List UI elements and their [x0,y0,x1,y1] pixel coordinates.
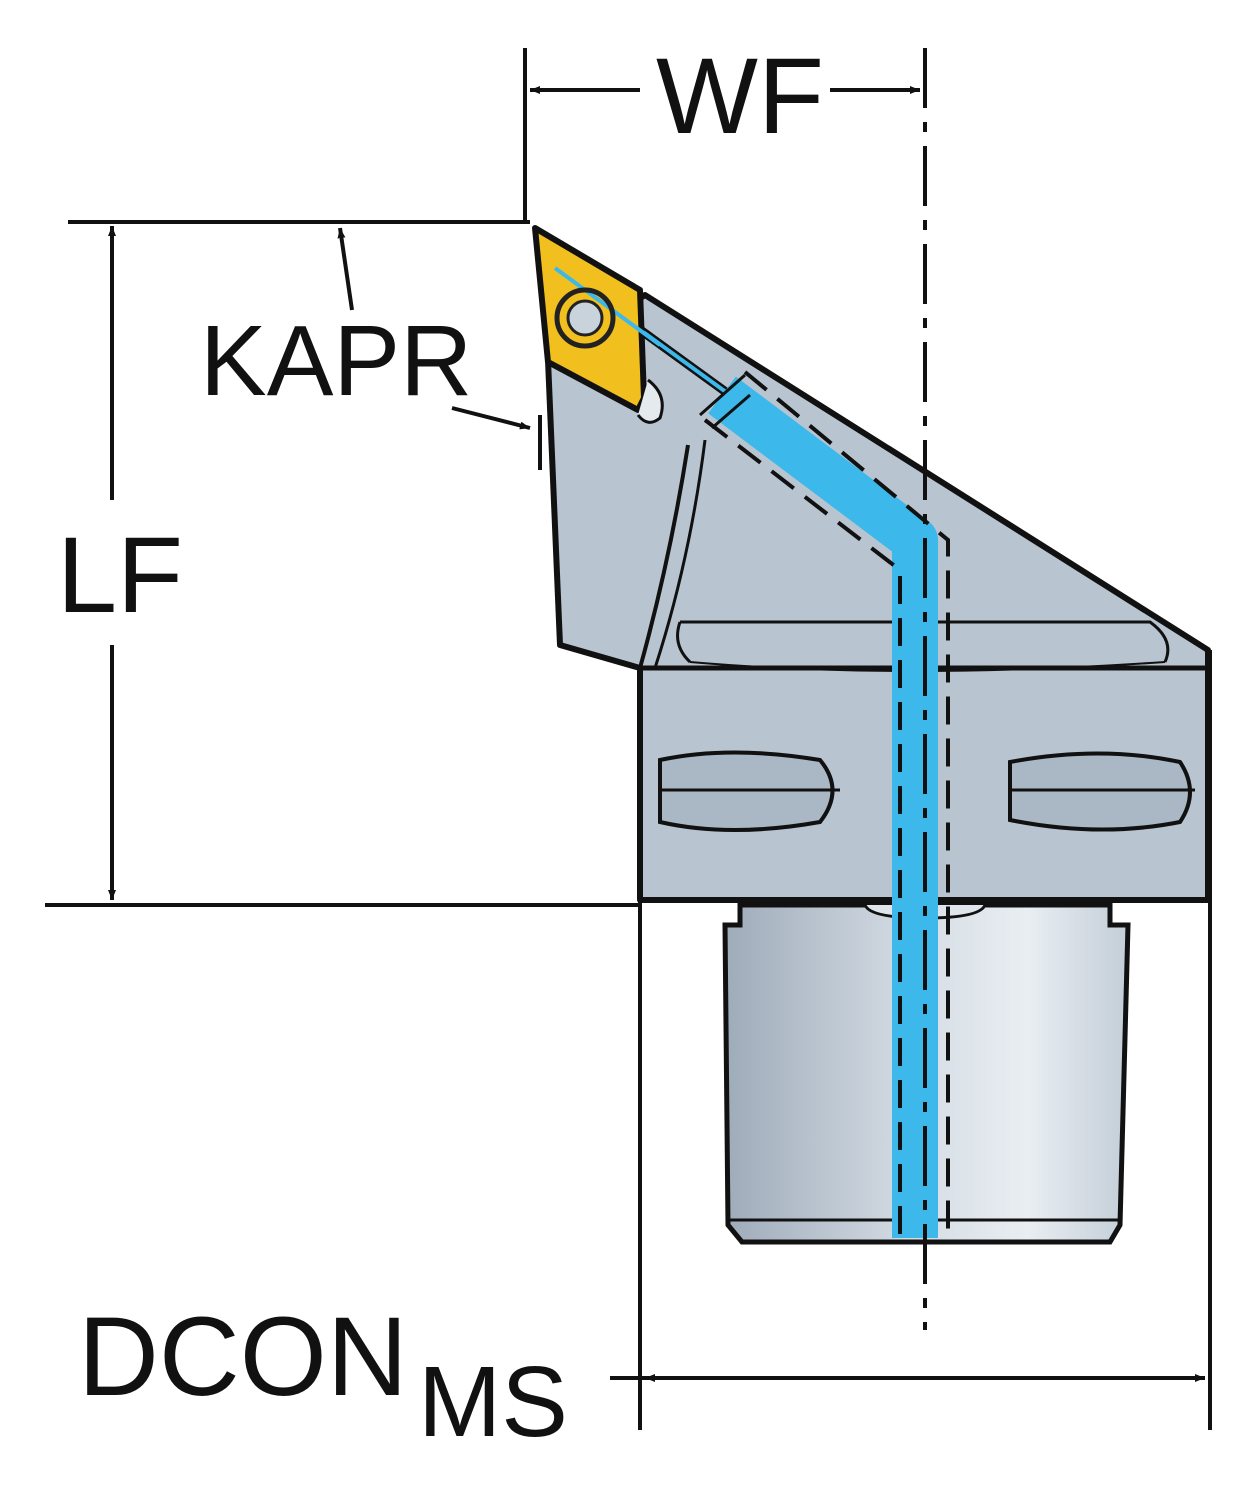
kapr-label: KAPR [200,305,472,417]
dimension-lines [45,48,1212,1430]
kapr-arrows [337,227,531,430]
clamp-slot-left [658,750,840,832]
dcon-subscript-label: MS [418,1346,568,1458]
dcon-label: DCON [78,1294,408,1419]
lf-label: LF [57,514,183,635]
wf-label: WF [656,35,824,156]
insert-screw-icon [554,287,616,349]
clamp-slot-right [1008,751,1195,832]
cutting-insert [532,225,664,424]
